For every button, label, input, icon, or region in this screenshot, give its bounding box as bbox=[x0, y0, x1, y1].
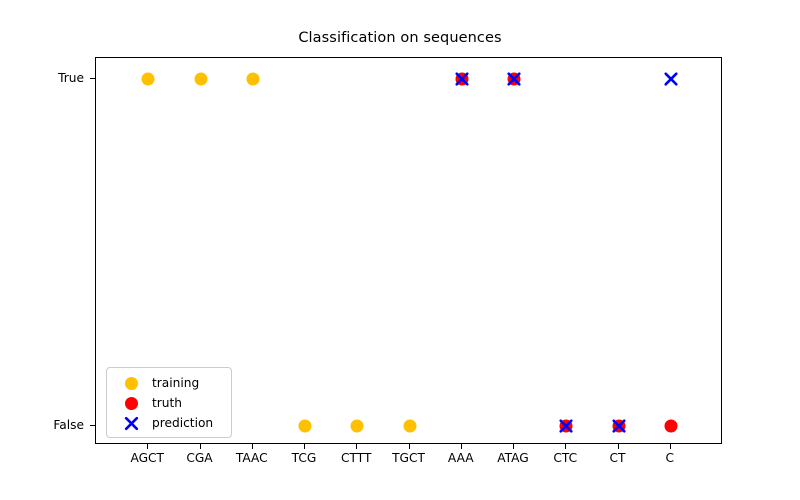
x-tick-mark bbox=[460, 444, 462, 449]
legend-item-training: training bbox=[107, 373, 231, 393]
x-tick-label-c: C bbox=[665, 451, 674, 465]
x-tick-label-tcg: TCG bbox=[291, 451, 317, 465]
circle-marker-icon bbox=[246, 72, 260, 86]
x-tick-label-atag: ATAG bbox=[497, 451, 529, 465]
x-tick-label-tgct: TGCT bbox=[392, 451, 425, 465]
legend-item-prediction: prediction bbox=[107, 413, 231, 433]
circle-marker-icon bbox=[664, 419, 678, 433]
chart-title: Classification on sequences bbox=[298, 30, 502, 46]
y-tick-mark bbox=[90, 78, 95, 80]
x-tick-label-ctc: CTC bbox=[553, 451, 578, 465]
data-point-truth-c bbox=[664, 419, 678, 433]
legend-label: truth bbox=[152, 396, 183, 410]
x-marker-icon bbox=[559, 419, 574, 434]
data-point-prediction-ct bbox=[611, 419, 626, 434]
legend-x-marker-icon bbox=[116, 413, 146, 433]
x-tick-label-agct: AGCT bbox=[130, 451, 165, 465]
data-point-training-taac bbox=[246, 72, 260, 86]
circle-marker-icon bbox=[298, 419, 312, 433]
data-point-prediction-atag bbox=[507, 72, 522, 87]
x-tick-label-ct: CT bbox=[609, 451, 626, 465]
x-tick-mark bbox=[304, 444, 306, 449]
circle-marker-icon bbox=[403, 419, 416, 433]
circle-marker-icon bbox=[141, 72, 155, 86]
data-point-prediction-c bbox=[663, 72, 678, 87]
x-tick-label-aaa: AAA bbox=[447, 451, 474, 465]
data-point-training-tcg bbox=[298, 419, 312, 433]
x-tick-mark bbox=[199, 444, 201, 449]
x-tick-mark bbox=[513, 444, 515, 449]
x-tick-label-cga: CGA bbox=[186, 451, 213, 465]
legend-circle-marker-icon bbox=[116, 393, 146, 413]
data-point-training-cttt bbox=[350, 419, 364, 433]
y-tick-label-false: False bbox=[53, 418, 84, 433]
x-marker-icon bbox=[663, 72, 678, 87]
x-marker-icon bbox=[611, 419, 626, 434]
x-marker-icon bbox=[454, 72, 469, 87]
data-point-prediction-ctc bbox=[559, 419, 574, 434]
x-tick-mark bbox=[408, 444, 410, 449]
x-tick-mark bbox=[356, 444, 358, 449]
x-tick-mark bbox=[147, 444, 149, 449]
data-point-training-cga bbox=[194, 72, 207, 86]
y-tick-label-true: True bbox=[58, 71, 84, 86]
legend-label: prediction bbox=[152, 416, 214, 430]
circle-marker-icon bbox=[124, 376, 138, 390]
legend-item-truth: truth bbox=[107, 393, 231, 413]
legend-circle-marker-icon bbox=[116, 373, 146, 393]
x-tick-mark bbox=[251, 444, 253, 449]
circle-marker-icon bbox=[194, 72, 207, 86]
data-point-prediction-aaa bbox=[454, 72, 469, 87]
legend-box: training truth prediction bbox=[106, 367, 232, 438]
x-marker-icon bbox=[507, 72, 522, 87]
circle-marker-icon bbox=[350, 419, 364, 433]
data-point-training-tgct bbox=[403, 419, 416, 433]
circle-marker-icon bbox=[124, 396, 138, 410]
data-points-layer bbox=[96, 58, 721, 443]
data-point-training-agct bbox=[141, 72, 155, 86]
x-tick-label-cttt: CTTT bbox=[341, 451, 372, 465]
x-tick-mark bbox=[565, 444, 567, 449]
legend-label: training bbox=[152, 376, 200, 390]
x-tick-label-taac: TAAC bbox=[235, 451, 268, 465]
x-tick-mark bbox=[617, 444, 619, 449]
y-tick-mark bbox=[90, 425, 95, 427]
x-tick-mark bbox=[669, 444, 671, 449]
